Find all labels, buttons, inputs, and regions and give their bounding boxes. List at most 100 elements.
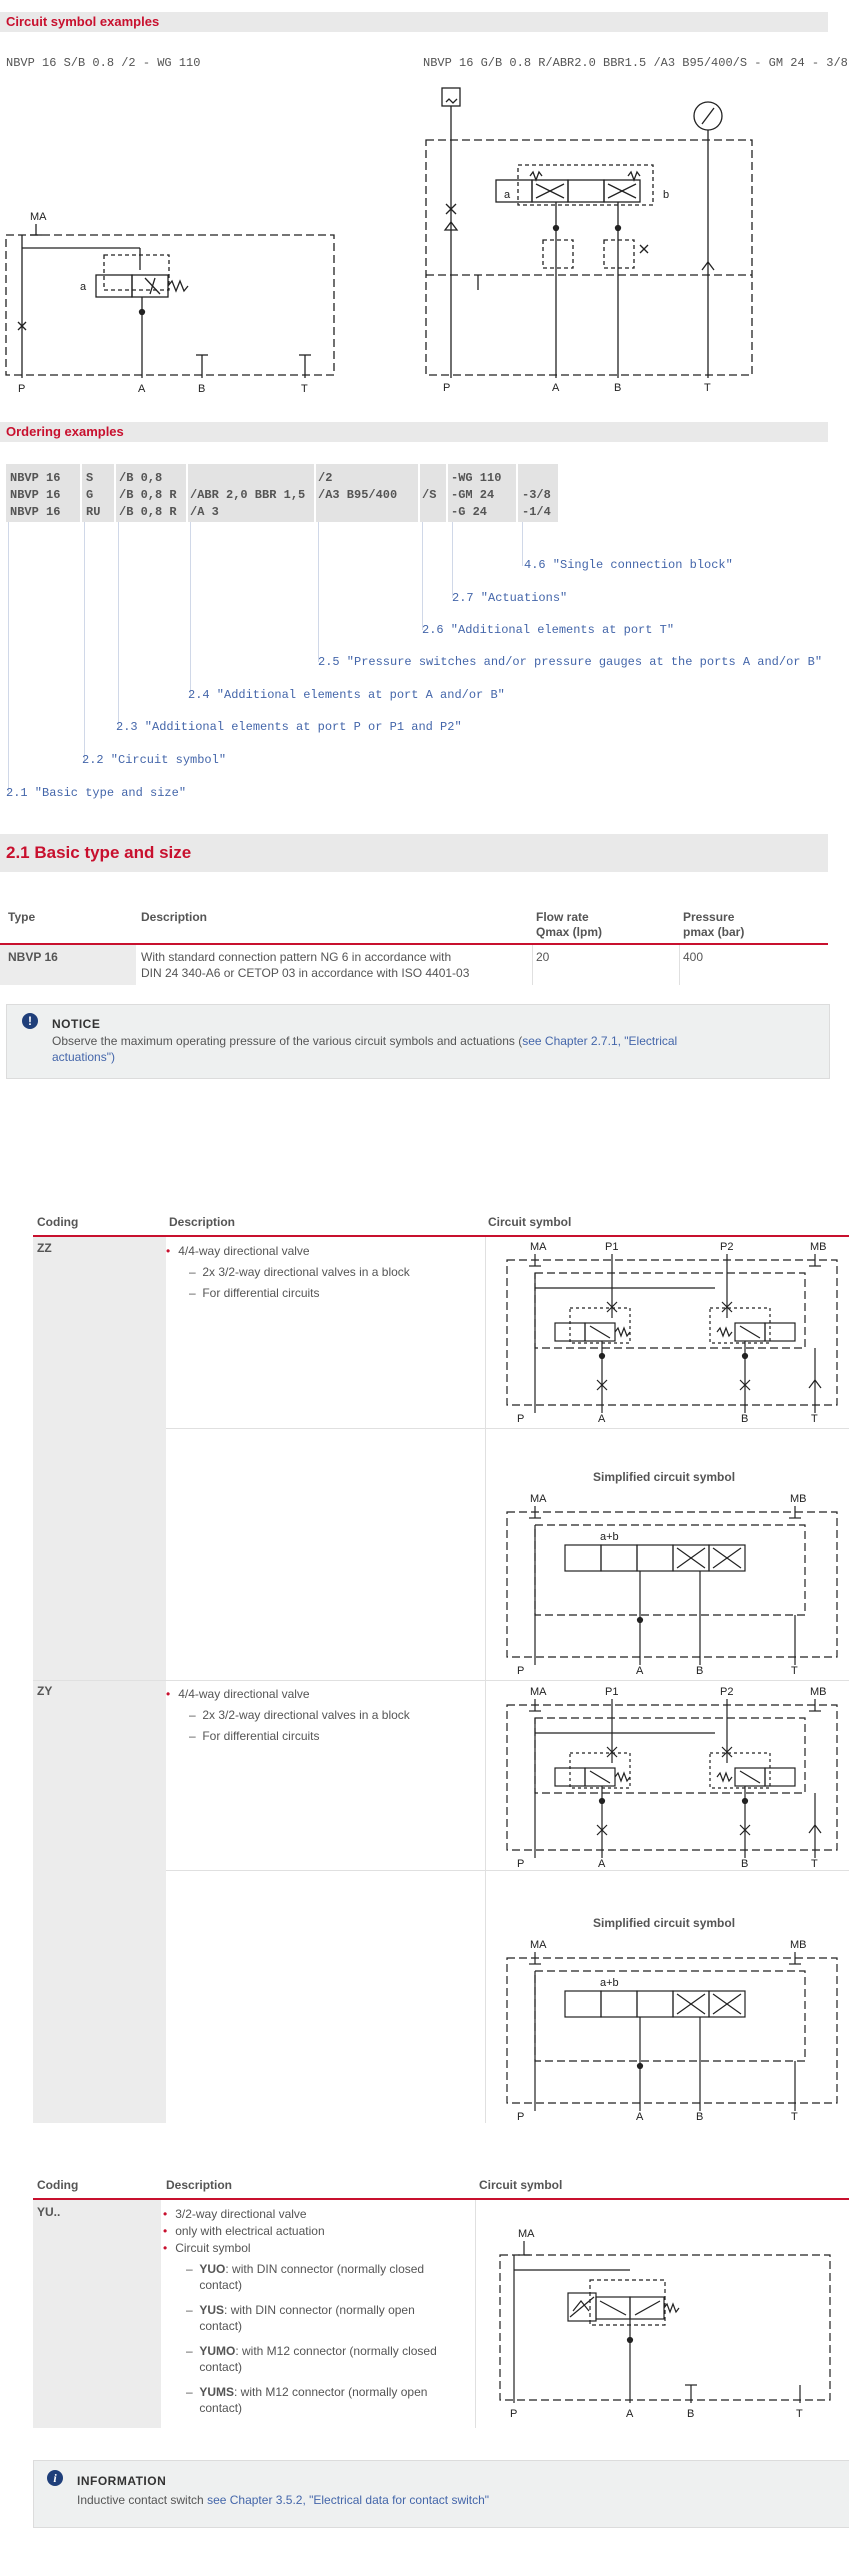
t2-col-coding: Coding [37,1215,79,1229]
svg-text:P1: P1 [605,1241,618,1253]
svg-text:a+b: a+b [600,1531,619,1543]
order-col-actuation: -WG 110-GM 24-G 24 [451,471,502,519]
leader-line-4-6 [522,522,523,566]
order-col-connection: -3/8-1/4 [522,488,551,519]
svg-text:P: P [517,1413,524,1423]
right-port-label-p: P [443,382,450,394]
right-port-label-a: A [552,382,560,394]
svg-text:MA: MA [530,1686,547,1698]
svg-text:T: T [791,1665,798,1675]
notice-link-cont[interactable]: actuations") [52,1050,115,1064]
yu-coding: YU.. [37,2205,61,2219]
svg-text:MA: MA [530,1939,547,1951]
yu-bullet-2: •only with electrical actuation [163,2224,325,2238]
ref-2-3[interactable]: 2.3 "Additional elements at port P or P1… [116,720,462,734]
type-cell-bg [0,945,136,985]
svg-text:P: P [517,2111,524,2121]
t3-header-rule [33,2198,849,2200]
svg-text:T: T [796,2408,803,2420]
leader-line-2-5 [318,522,319,662]
order-col-actuation-bg [448,464,516,522]
section-ordering-examples: Ordering examples [0,422,828,442]
t3-coding-column-bg [33,2200,161,2428]
leader-line-2-2 [84,522,85,760]
right-solenoid-a: a [504,189,511,201]
zz-simplified-symbol: MA MB a+b P A B T [506,1493,838,1675]
order-col-port-t-bg [420,464,446,522]
info-link[interactable]: see Chapter 3.5.2, "Electrical data for … [207,2493,490,2507]
notice-title: NOTICE [52,1017,101,1031]
yuo-item: – YUO: with DIN connector (normally clos… [186,2262,425,2292]
svg-text:T: T [791,2111,798,2121]
t3-col-description: Description [166,2178,233,2192]
order-col-port-p-bg [116,464,186,522]
svg-text:P1: P1 [605,1686,618,1698]
svg-text:A: A [626,2408,634,2420]
cell-divider [532,945,533,985]
svg-text:P: P [510,2408,517,2420]
ref-2-6[interactable]: 2.6 "Additional elements at port T" [422,623,675,637]
pressure-value: 400 [683,950,704,964]
yu-bullet-1: •3/2-way directional valve [163,2207,307,2221]
svg-text:P2: P2 [720,1686,733,1698]
zz-simplified-label: Simplified circuit symbol [593,1470,736,1484]
svg-text:T: T [811,1858,818,1868]
info-title: INFORMATION [77,2474,167,2488]
zy-sub-1: – 2x 3/2-way directional valves in a blo… [189,1708,410,1722]
yus-item: – YUS: with DIN connector (normally open… [186,2303,415,2333]
zy-simplified-symbol: MA MB a+b P A B T [506,1939,838,2121]
ref-2-4[interactable]: 2.4 "Additional elements at port A and/o… [188,688,505,702]
notice-link[interactable]: see Chapter 2.7.1, "Electrical [522,1034,678,1048]
table-header-rule [0,943,828,945]
right-port-label-b: B [614,382,621,394]
right-circuit-symbol: a b P A B T [425,87,753,394]
zy-bullet-1: •4/4-way directional valve [166,1687,310,1701]
right-port-label-t: T [704,382,711,394]
t2-row-divider [166,1870,849,1871]
order-col-port-p: /B 0,8/B 0,8 R/B 0,8 R [119,471,177,519]
svg-text:MB: MB [810,1686,827,1698]
zz-bullet-1: •4/4-way directional valve [166,1244,310,1258]
svg-text:B: B [696,1665,703,1675]
yums-item: – YUMS: with M12 connector (normally ope… [186,2385,428,2415]
svg-text:A: A [598,1413,606,1423]
section-circuit-symbol-examples: Circuit symbol examples [0,12,828,32]
left-circuit-symbol: MA a P A B T [5,211,335,395]
svg-text:MB: MB [790,1939,807,1951]
left-example-title: NBVP 16 S/B 0.8 /2 - WG 110 [6,56,201,70]
order-col-port-ab-bg [188,464,314,522]
svg-text:B: B [741,1858,748,1868]
port-label-ma: MA [30,211,47,223]
t2-row-divider [33,1680,849,1681]
col-description-header: Description [141,910,208,924]
col-type-header: Type [8,910,36,924]
t3-col-coding: Coding [37,2178,79,2192]
svg-text:B: B [741,1413,748,1423]
port-label-a: A [138,383,146,395]
leader-line-2-6 [422,522,423,630]
type-value: NBVP 16 [8,950,58,964]
svg-text:A: A [636,2111,644,2121]
notice-box [6,1004,830,1079]
order-col-connection-bg [518,464,558,522]
t2-col-description: Description [169,1215,236,1229]
port-label-t: T [301,383,308,395]
ref-4-6[interactable]: 4.6 "Single connection block" [524,558,733,572]
right-example-title: NBVP 16 G/B 0.8 R/ABR2.0 BBR1.5 /A3 B95/… [423,56,848,70]
left-solenoid-a: a [80,281,87,293]
svg-text:MA: MA [530,1241,547,1253]
notice-text: Observe the maximum operating pressure o… [52,1034,678,1064]
ref-2-1[interactable]: 2.1 "Basic type and size" [6,786,187,800]
svg-text:B: B [696,2111,703,2121]
svg-text:P2: P2 [720,1241,733,1253]
t2-col-symbol: Circuit symbol [488,1215,572,1229]
order-col-port-t: /S [422,488,437,502]
right-solenoid-b: b [663,189,669,201]
ref-2-2[interactable]: 2.2 "Circuit symbol" [82,753,227,767]
ref-2-5[interactable]: 2.5 "Pressure switches and/or pressure g… [318,655,823,669]
ref-2-7[interactable]: 2.7 "Actuations" [452,591,568,605]
port-label-b: B [198,383,205,395]
